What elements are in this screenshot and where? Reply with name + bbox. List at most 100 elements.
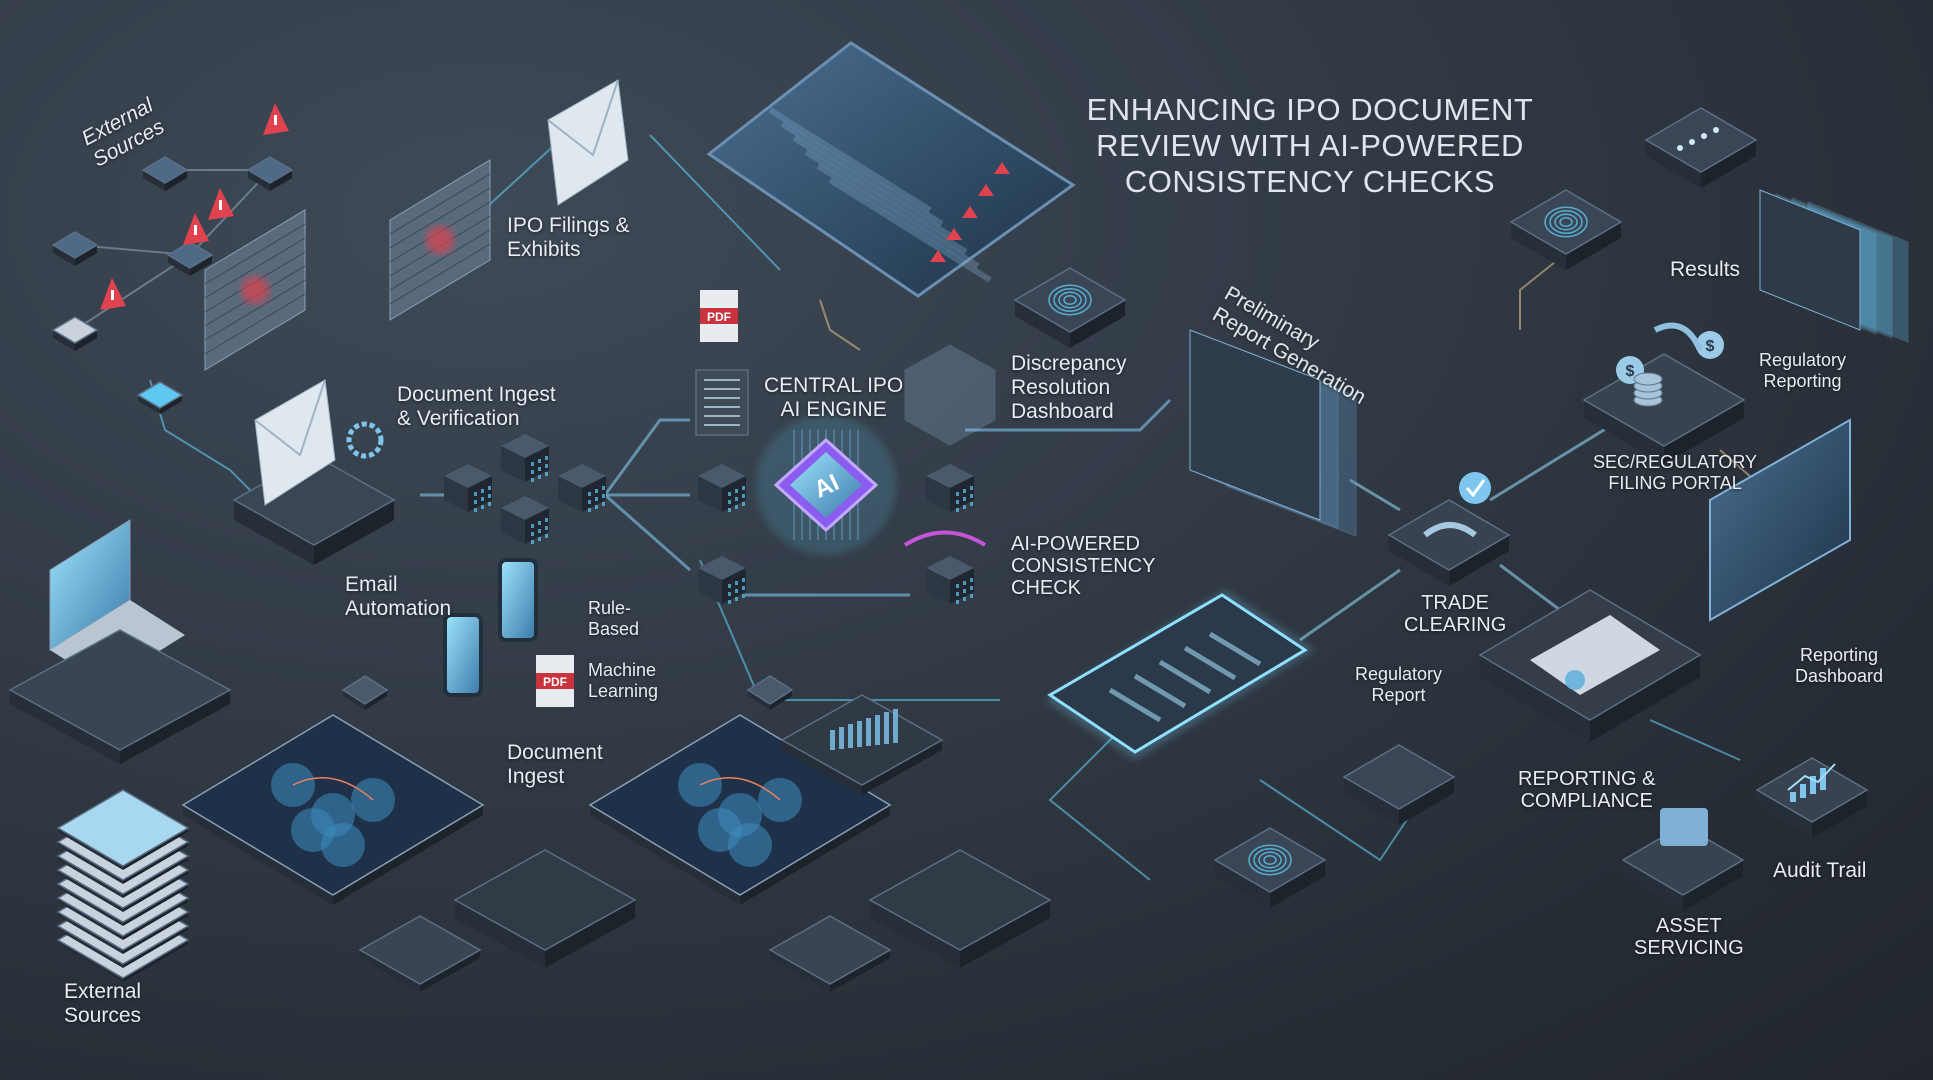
data-cube-window xyxy=(595,505,598,509)
chart-bar-icon xyxy=(1810,776,1816,794)
firewall-left-brick xyxy=(204,237,306,299)
network-node xyxy=(246,156,294,191)
firewall-left-brick xyxy=(204,279,306,341)
tablet-row xyxy=(828,177,992,283)
certificate-icon xyxy=(1530,615,1660,695)
data-cube-window xyxy=(531,540,534,544)
data-cube-window xyxy=(742,486,745,490)
page-title: ENHANCING IPO DOCUMENT REVIEW WITH AI-PO… xyxy=(1086,92,1534,199)
workstation-panel xyxy=(8,629,232,764)
data-cube-window xyxy=(545,518,548,522)
alert-warning-icon xyxy=(208,188,234,220)
data-cube-left xyxy=(926,476,950,512)
dollar-sign: $ xyxy=(1706,338,1715,355)
dollar-sign: $ xyxy=(1626,363,1635,380)
data-cube-window xyxy=(735,497,738,501)
data-cube xyxy=(501,496,549,544)
reporting-compliance-board-side-left xyxy=(1480,655,1590,742)
bottom-keyboard-right-side-right xyxy=(830,950,890,992)
data-cube-window xyxy=(538,459,541,463)
connector-phone-trade xyxy=(1299,568,1401,642)
data-cube xyxy=(558,464,606,512)
data-cube-window xyxy=(545,472,548,476)
label-discrepancy-dashboard: Discrepancy Resolution Dashboard xyxy=(1011,352,1127,423)
fingerprint-icon xyxy=(1258,851,1282,869)
bottom-screen-left-top xyxy=(453,849,637,951)
email-envelope-icon-body xyxy=(547,79,629,206)
lock-tile-discrepancy-top xyxy=(1013,267,1127,333)
bottom-screen-right xyxy=(868,849,1052,968)
data-cube-window xyxy=(531,524,534,528)
fingerprint-tile-top-top xyxy=(1509,189,1623,255)
chart-bar-icon xyxy=(1800,784,1806,798)
glass-cube-body xyxy=(904,344,996,446)
firewall-right-breach xyxy=(426,226,454,254)
ingest-tray-side-right xyxy=(314,500,394,565)
consistency-check-cube-window xyxy=(956,600,959,604)
connector-split-down xyxy=(604,493,691,572)
bottom-keyboard-left-side-right xyxy=(420,950,480,992)
bottom-screen-left-side-left xyxy=(455,900,545,968)
data-cube-window xyxy=(742,502,745,506)
firewall-left-breach xyxy=(241,276,269,304)
network-node xyxy=(166,241,214,276)
trade-clearing-tile-top xyxy=(1387,499,1511,571)
document-stack-sheet-side-left xyxy=(58,926,123,968)
fingerprint-tile-bottom-side-right xyxy=(1270,860,1325,908)
document-stack-sheet-side-right xyxy=(123,856,188,898)
data-cube xyxy=(926,464,974,512)
password-dot xyxy=(1677,145,1683,151)
label-document-ingest-verification: Document Ingest & Verification xyxy=(397,383,556,430)
asset-servicing-tile-top xyxy=(1621,824,1745,896)
lock-tile-discrepancy xyxy=(1013,267,1127,348)
label-sec-portal: SEC/REGULATORY FILING PORTAL xyxy=(1593,452,1758,493)
bottom-screen-right-side-right xyxy=(960,900,1050,968)
data-cube-window xyxy=(595,489,598,493)
alert-icon xyxy=(946,228,962,240)
fingerprint-icon xyxy=(1058,291,1082,309)
regulatory-report-lock-tile xyxy=(1342,744,1456,825)
workstation-panel-side-left xyxy=(10,690,120,764)
fingerprint-tile-bottom-side-left xyxy=(1215,860,1270,908)
firewall-left-brick xyxy=(204,223,306,285)
data-cube-window xyxy=(474,492,477,496)
label-email-automation: Email Automation xyxy=(345,573,452,620)
label-results: Results xyxy=(1670,258,1741,281)
firewall-left xyxy=(204,209,306,371)
fingerprint-icon xyxy=(1544,206,1588,238)
bottom-screen-left xyxy=(453,849,637,968)
data-cube-window xyxy=(488,486,491,490)
fingerprint-icon xyxy=(1559,217,1573,227)
sec-portal-tile-side-left xyxy=(1584,400,1664,464)
world-map-tablet-left-side-right xyxy=(333,805,483,905)
data-cube-window xyxy=(588,508,591,512)
network-hub-side-right xyxy=(160,395,182,414)
sec-portal-tile-side-right xyxy=(1664,400,1744,464)
fingerprint-icon xyxy=(1048,284,1092,316)
label-machine-learning: Machine Learning xyxy=(588,660,659,701)
connector-trade-sec xyxy=(1489,418,1621,502)
document-stack-sheet-side-left xyxy=(58,842,123,884)
document-stack-sheet-side-right xyxy=(123,940,188,982)
mouse-icon-side-right xyxy=(365,690,387,710)
tablet-screen xyxy=(706,41,1076,298)
fingerprint-tile-bottom-top xyxy=(1213,827,1327,893)
data-cube-left xyxy=(698,568,722,604)
consistency-check-cube-window xyxy=(970,578,973,582)
fingerprint-icon xyxy=(1554,213,1578,231)
connector-envelope-dashboard xyxy=(649,134,781,271)
email-envelope-icon xyxy=(547,79,629,206)
connector-prelim-trade xyxy=(1349,478,1401,512)
mouse-icon-top xyxy=(341,675,389,705)
data-cube-window xyxy=(956,500,959,504)
alert-warning-icon xyxy=(100,278,126,310)
data-cube-window xyxy=(531,478,534,482)
consistency-check-cube-window xyxy=(963,589,966,593)
network-node-side-left xyxy=(168,255,190,276)
fingerprint-icon xyxy=(1248,844,1292,876)
regulatory-report-lock-tile-side-right xyxy=(1399,777,1454,825)
network-node-side-right xyxy=(75,330,97,351)
gear-icon xyxy=(346,421,384,459)
data-cube-window xyxy=(735,505,738,509)
